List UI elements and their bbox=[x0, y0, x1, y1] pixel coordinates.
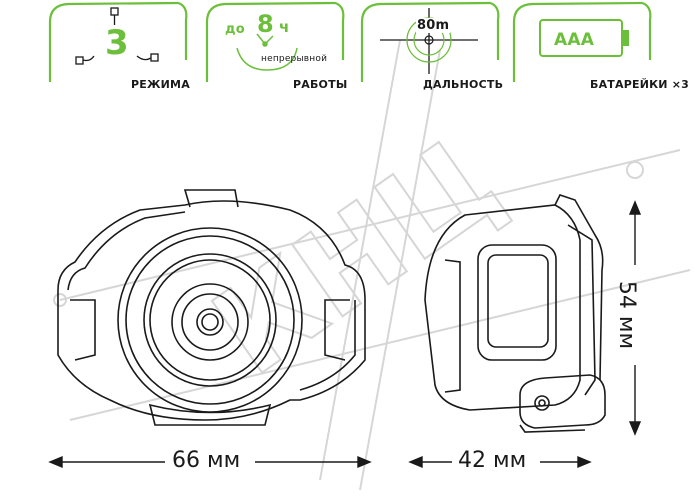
modes-label: РЕЖИМА bbox=[131, 78, 190, 91]
badge-frame bbox=[48, 1, 188, 82]
range-label: ДАЛЬНОСТЬ bbox=[423, 78, 504, 91]
mode-switch-icon bbox=[75, 7, 159, 65]
battery-label: БАТАРЕЙКИ ×3 bbox=[590, 78, 689, 91]
badge-frame bbox=[512, 1, 652, 82]
battery-icon bbox=[539, 19, 629, 57]
clock-icon bbox=[236, 33, 298, 71]
runtime-prefix: до bbox=[225, 22, 245, 37]
badge-frame bbox=[205, 1, 345, 82]
width-dimension-label: 66 мм bbox=[172, 448, 241, 473]
badge-modes: 3 РЕЖИМА bbox=[48, 0, 193, 92]
battery-type: AAA bbox=[554, 30, 595, 50]
watermark: КНЦ bbox=[53, 39, 691, 491]
modes-number: 3 bbox=[105, 23, 129, 63]
headlamp-front-view bbox=[57, 189, 366, 426]
runtime-unit: ч bbox=[279, 18, 290, 36]
runtime-number: 8 bbox=[257, 10, 274, 38]
badge-range: 80m ДАЛЬНОСТЬ bbox=[360, 0, 510, 92]
height-dimension-label: 54 мм bbox=[614, 280, 640, 350]
badge-battery: AAA БАТАРЕЙКИ ×3 bbox=[512, 0, 700, 92]
runtime-sub: непрерывной bbox=[261, 54, 328, 64]
dimension-arrows bbox=[48, 200, 642, 469]
depth-dimension-label: 42 мм bbox=[458, 448, 527, 473]
badge-runtime: до 8 ч непрерывной РАБОТЫ bbox=[205, 0, 355, 92]
headlamp-side-view bbox=[424, 194, 606, 433]
runtime-label: РАБОТЫ bbox=[293, 78, 348, 91]
range-value: 80m bbox=[416, 18, 451, 33]
